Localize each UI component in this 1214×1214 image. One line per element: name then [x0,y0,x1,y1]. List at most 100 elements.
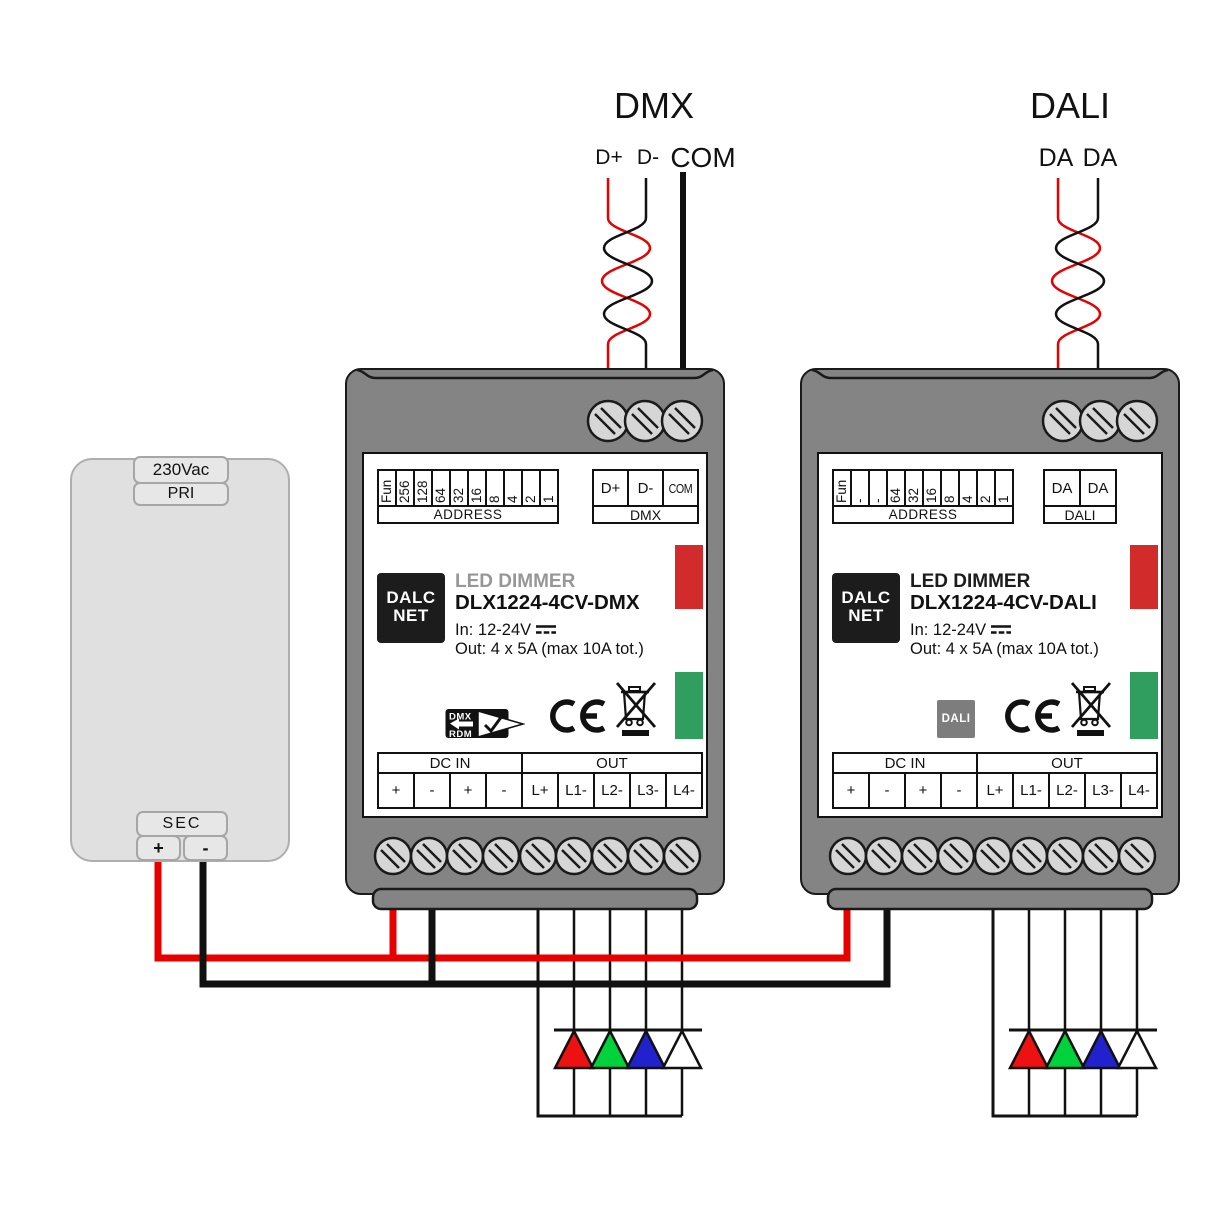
terminal-screw-icon [1041,399,1085,443]
terminal-screw-icon [626,836,666,876]
psu-primary-badge: PRI [133,482,229,506]
terminal-screw-icon [900,836,940,876]
terminal-screw-icon [518,836,558,876]
terminal-screw-icon [660,399,704,443]
led-blue-icon [1079,1028,1123,1070]
case-top-seam [356,368,714,380]
svg-text:DMX: DMX [449,712,472,723]
bus-label: DALI [1043,505,1117,524]
psu-minus-terminal: - [183,835,228,861]
product-spec: LED DIMMER DLX1224-4CV-DALI In: 12-24V O… [910,572,1099,658]
dmx-dplus-label: D+ [595,146,623,169]
terminal-screw-icon [1117,836,1157,876]
terminal-screw-icon [1078,399,1122,443]
power-terminal: L4- [1120,772,1158,809]
dmx-dminus-label: D- [636,146,660,169]
terminal-screw-icon [936,836,976,876]
power-terminal: L+ [976,772,1014,809]
dip-cell: 16 [922,469,942,507]
psu-voltage-badge: 230Vac [133,456,229,484]
bus-terminal: COM [662,469,699,507]
dmx-module-chrome [356,368,714,911]
psu-plus-bus-wire [154,856,851,962]
led-white-icon [1115,1028,1159,1070]
power-terminal: L3- [629,772,667,809]
dip-cell: 2 [976,469,996,507]
power-terminal: L1- [557,772,595,809]
input-spec: In: 12-24V [455,621,644,640]
dip-cell: Fun [377,469,397,507]
dip-cell: 64 [886,469,906,507]
out-header: OUT [976,752,1158,774]
case-din-foot [826,887,1154,911]
power-terminal: L1- [1012,772,1050,809]
input-spec: In: 12-24V [910,621,1099,640]
dmx-address-switch: Fun 256 128 64 32 16 8 4 2 1 ADDRESS [377,469,559,524]
product-line: LED DIMMER [455,571,576,592]
psu-secondary-badge: SEC [136,811,228,837]
power-terminal: L+ [521,772,559,809]
output-spec: Out: 4 x 5A (max 10A tot.) [910,639,1099,658]
dali-dimmer-module: Fun - - 64 32 16 8 4 2 1 ADDRESS DA DA [800,368,1180,911]
terminal-screw-icon [445,836,485,876]
led-red-icon [1007,1028,1051,1070]
dali-power-terminals: DC IN OUT + - + - L+ L1- L2- L3- L4- [832,752,1158,809]
dali-led-array [991,900,1159,1118]
terminal-screw-icon [586,399,630,443]
dmx-led-array [536,900,704,1118]
dip-cell: 128 [413,469,433,507]
terminal-screw-icon [481,836,521,876]
dip-cell: - [868,469,888,507]
terminal-screw-icon [623,399,667,443]
power-terminal: + [377,772,415,809]
power-terminal: + [449,772,487,809]
terminal-screw-icon [662,836,702,876]
dmx-dminus-wire [602,178,654,372]
power-terminal: - [940,772,978,809]
weee-bin-icon [1070,682,1112,736]
led-white-icon [660,1028,704,1070]
power-terminal: L4- [665,772,703,809]
bus-terminal: DA [1079,469,1117,507]
dc-voltage-icon [536,625,557,634]
psu-minus-bus-wire [199,856,891,988]
dali-twisted-pair [1050,178,1106,372]
green-indicator-led [675,672,703,739]
bus-terminal: DA [1043,469,1081,507]
dip-cell: 32 [449,469,469,507]
dalcnet-logo: DALC NET [832,573,900,643]
dip-cell: 16 [467,469,487,507]
dmx-twisted-pair [600,172,686,372]
dip-cell: - [850,469,870,507]
dip-cell: 2 [521,469,541,507]
terminal-screw-icon [590,836,630,876]
case-top-seam [811,368,1169,380]
left-arrow-icon [450,718,473,730]
dc-voltage-icon [991,625,1012,634]
dali-da2-wire [1054,178,1106,372]
terminal-screw-icon [973,836,1013,876]
dip-cell: 4 [503,469,523,507]
power-wiring [154,856,891,988]
address-label: ADDRESS [377,505,559,524]
power-terminal: L2- [593,772,631,809]
case-din-foot [371,887,699,911]
dali-bus-title: DALI [1029,85,1111,126]
terminal-screw-icon [828,836,868,876]
led-blue-icon [624,1028,668,1070]
dmx-dimmer-module: Fun 256 128 64 32 16 8 4 2 1 ADDRESS D+ … [345,368,725,911]
dalcnet-logo: DALC NET [377,573,445,643]
dmx-dplus-wire [600,178,652,372]
terminal-screw-icon [864,836,904,876]
dmx-lplus-common-wire [536,900,682,1118]
dali-da1-wire [1050,178,1102,372]
bus-label: DMX [592,505,699,524]
model-number: DLX1224-4CV-DALI [910,591,1097,614]
led-green-icon [588,1028,632,1070]
led-green-icon [1043,1028,1087,1070]
terminal-screw-icon [1081,836,1121,876]
dali-module-chrome [811,368,1169,911]
power-terminal: L3- [1084,772,1122,809]
